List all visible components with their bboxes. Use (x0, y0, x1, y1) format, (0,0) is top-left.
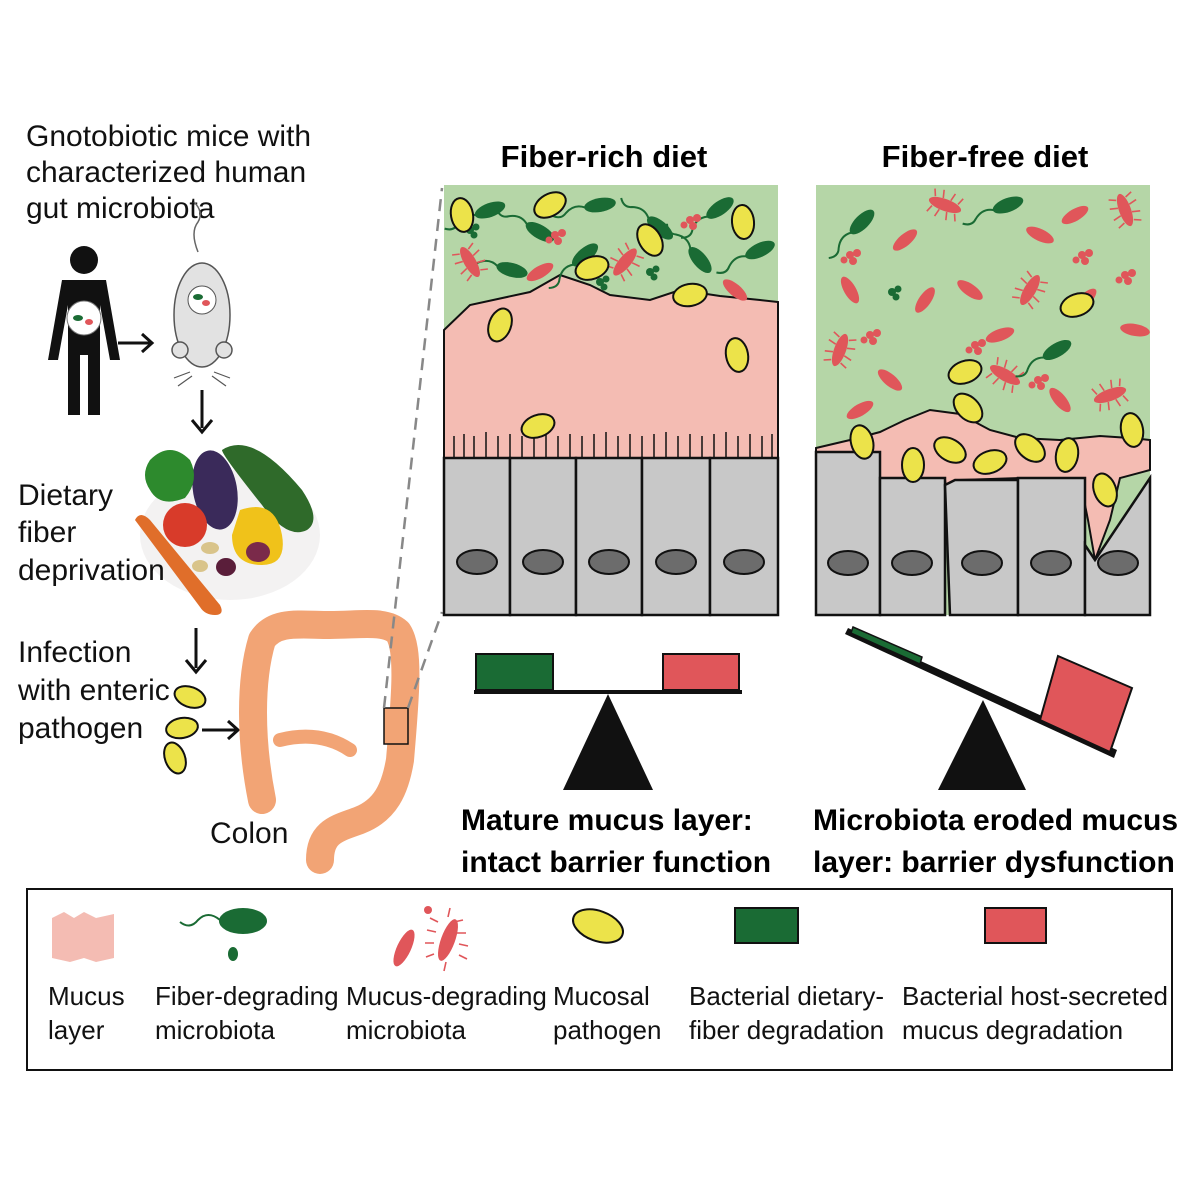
legend-fiber-microbiota-label-1: Fiber-degrading (155, 981, 339, 1011)
colon-label: Colon (210, 817, 288, 850)
legend-mucus-label-1: Mucus (48, 981, 125, 1011)
mucus-degradation-swatch (984, 907, 1047, 944)
legend-mucus-degradation-label-2: mucus degradation (902, 1015, 1123, 1045)
fiber-free-balance (845, 625, 1134, 790)
fiber-free-title: Fiber-free diet (882, 139, 1089, 174)
fiber-degrading-microbe-icon (179, 908, 267, 961)
legend-fiber-degradation-label-2: fiber degradation (689, 1015, 884, 1045)
pathogen-group-icon (163, 685, 207, 775)
arrow-right-icon (118, 332, 155, 354)
mucus-layer-swatch (52, 912, 114, 962)
fiber-free-caption-2: layer: barrier dysfunction (813, 846, 1175, 879)
fiber-rich-caption-2: intact barrier function (461, 846, 771, 879)
infection-label-3: pathogen (18, 712, 143, 745)
mucus-degrading-microbe-icon (393, 906, 469, 972)
legend-mucus-microbiota-label-1: Mucus-degrading (346, 981, 547, 1011)
arrow-right-icon (202, 719, 241, 741)
intro-text-line-3: gut microbiota (26, 192, 215, 225)
legend-mucus-label-2: layer (48, 1015, 105, 1045)
infection-label-2: with enteric (17, 674, 170, 707)
fiber-degradation-swatch (734, 907, 799, 944)
legend-fiber-microbiota-label-2: microbiota (155, 1015, 275, 1045)
arrow-down-icon (190, 390, 214, 435)
mucosal-pathogen-icon (572, 908, 624, 944)
dietary-deprivation-label-3: deprivation (18, 554, 165, 587)
legend-mucus-microbiota-label-2: microbiota (346, 1015, 466, 1045)
legend-pathogen-label-1: Mucosal (553, 981, 650, 1011)
fiber-free-caption-1: Microbiota eroded mucus (813, 804, 1178, 837)
human-icon (48, 246, 120, 415)
legend-mucus-degradation-label-1: Bacterial host-secreted (902, 981, 1168, 1011)
colon-illustration (239, 609, 420, 874)
arrow-down-icon (184, 628, 208, 675)
fiber-free-panel (814, 185, 1152, 617)
fiber-rich-balance (474, 653, 742, 790)
dietary-deprivation-label-1: Dietary (18, 479, 113, 512)
legend-pathogen-label-2: pathogen (553, 1015, 661, 1045)
fiber-rich-caption-1: Mature mucus layer: (461, 804, 753, 837)
vegetables-image (135, 445, 320, 615)
legend-fiber-degradation-label-1: Bacterial dietary- (689, 981, 884, 1011)
intro-text-line-2: characterized human (26, 156, 306, 189)
zoom-lines (382, 187, 444, 709)
fiber-rich-title: Fiber-rich diet (501, 139, 708, 174)
infection-label-1: Infection (18, 636, 131, 669)
fiber-rich-panel (440, 185, 780, 617)
dietary-deprivation-label-2: fiber (18, 516, 76, 549)
intro-text-line-1: Gnotobiotic mice with (26, 120, 311, 153)
mouse-icon (171, 201, 233, 387)
